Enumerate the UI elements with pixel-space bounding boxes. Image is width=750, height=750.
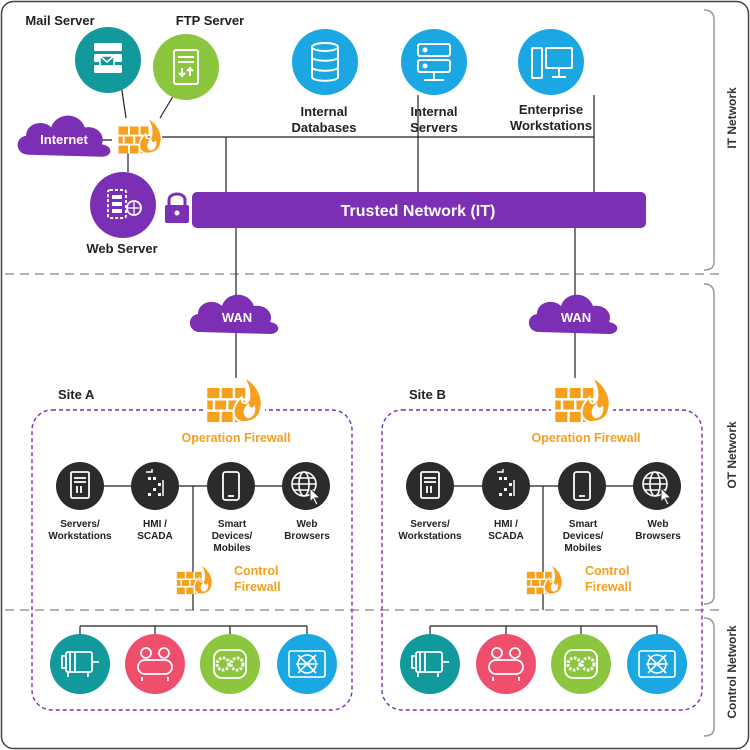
hmi-label-2: SCADA	[488, 531, 524, 542]
wan-left-label: WAN	[222, 310, 252, 325]
smart-label-2: Devices/	[212, 531, 253, 542]
zone-label-ot: OT Network	[725, 421, 739, 489]
ftp-server-icon	[173, 49, 199, 85]
smart-label-1: Smart	[569, 519, 598, 530]
control-firewall-label-1: Control	[585, 564, 629, 578]
operation-firewall-label: Operation Firewall	[531, 431, 640, 445]
control-firewall-label-2: Firewall	[234, 580, 281, 594]
server-workstation-icon	[420, 471, 440, 499]
operation-firewall-label: Operation Firewall	[181, 431, 290, 445]
database-icon	[311, 42, 339, 82]
wan-right-label: WAN	[561, 310, 591, 325]
enterprise-workstations-node: Enterprise Workstations	[510, 29, 592, 133]
motor-icon	[61, 651, 99, 677]
trusted-network-bar: Trusted Network (IT)	[192, 192, 646, 228]
servers-label-2: Workstations	[398, 531, 462, 542]
internal-databases-label-1: Internal	[301, 104, 348, 119]
server-workstation-icon	[70, 471, 90, 499]
internal-databases-node: Internal Databases	[291, 29, 358, 135]
site-b-title: Site B	[409, 387, 446, 402]
wan-right-node: WAN	[528, 294, 618, 334]
mail-server-icon	[94, 43, 122, 73]
smartphone-icon	[573, 471, 591, 501]
site-b: Site B Operation Firewall Servers/ Works…	[381, 375, 703, 711]
hmi-scada-icon	[497, 469, 515, 496]
gears-icon	[564, 649, 598, 679]
web-server-node: Web Server	[86, 172, 158, 256]
hmi-label-1: HMI /	[143, 519, 167, 530]
hmi-scada-icon	[146, 469, 164, 496]
site-a: Site A Operation Firewall Servers/ Works…	[31, 375, 353, 711]
web-label-2: Browsers	[284, 531, 330, 542]
globe-cursor-icon	[642, 471, 673, 506]
servers-label-1: Servers/	[410, 519, 450, 530]
site-b-boundary	[381, 409, 703, 711]
zone-label-it: IT Network	[725, 87, 739, 149]
ftp-server-label: FTP Server	[176, 13, 244, 28]
control-firewall-label-1: Control	[234, 564, 278, 578]
fan-icon	[288, 650, 326, 678]
zone-braces	[703, 9, 715, 737]
smart-label-3: Mobiles	[564, 543, 602, 554]
internal-servers-label-2: Servers	[410, 120, 458, 135]
hmi-label-2: SCADA	[137, 531, 173, 542]
web-label-2: Browsers	[635, 531, 681, 542]
web-server-label: Web Server	[86, 241, 157, 256]
smart-label-3: Mobiles	[213, 543, 251, 554]
internal-databases-label-2: Databases	[291, 120, 356, 135]
server-rack-icon	[417, 43, 451, 81]
lock-icon	[165, 192, 189, 223]
ftp-server-node: FTP Server	[153, 13, 244, 100]
web-label-1: Web	[648, 519, 669, 530]
motor-icon	[411, 651, 449, 677]
servers-label-1: Servers/	[60, 519, 100, 530]
mail-server-node: Mail Server	[25, 13, 141, 93]
internet-node: Internet	[17, 115, 111, 157]
smart-label-2: Devices/	[563, 531, 604, 542]
internal-servers-label-1: Internal	[411, 104, 458, 119]
gears-icon	[213, 649, 247, 679]
globe-cursor-icon	[291, 471, 322, 506]
web-label-1: Web	[297, 519, 318, 530]
servers-label-2: Workstations	[48, 531, 112, 542]
smart-label-1: Smart	[218, 519, 247, 530]
hmi-label-1: HMI /	[494, 519, 518, 530]
site-a-boundary	[31, 409, 353, 711]
internal-servers-node: Internal Servers	[401, 29, 467, 135]
web-server-icon	[107, 189, 142, 219]
site-a-title: Site A	[58, 387, 95, 402]
internet-label: Internet	[40, 132, 88, 147]
smartphone-icon	[222, 471, 240, 501]
compressor-icon	[137, 647, 173, 681]
mail-server-label: Mail Server	[25, 13, 94, 28]
zone-label-control: Control Network	[725, 625, 739, 719]
fan-icon	[638, 650, 676, 678]
control-firewall-label-2: Firewall	[585, 580, 632, 594]
enterprise-workstations-label-1: Enterprise	[519, 102, 583, 117]
wan-left-node: WAN	[189, 294, 279, 334]
compressor-icon	[488, 647, 524, 681]
enterprise-workstations-label-2: Workstations	[510, 118, 592, 133]
trusted-network-label: Trusted Network (IT)	[341, 203, 496, 220]
desktop-monitor-icon	[531, 47, 573, 79]
